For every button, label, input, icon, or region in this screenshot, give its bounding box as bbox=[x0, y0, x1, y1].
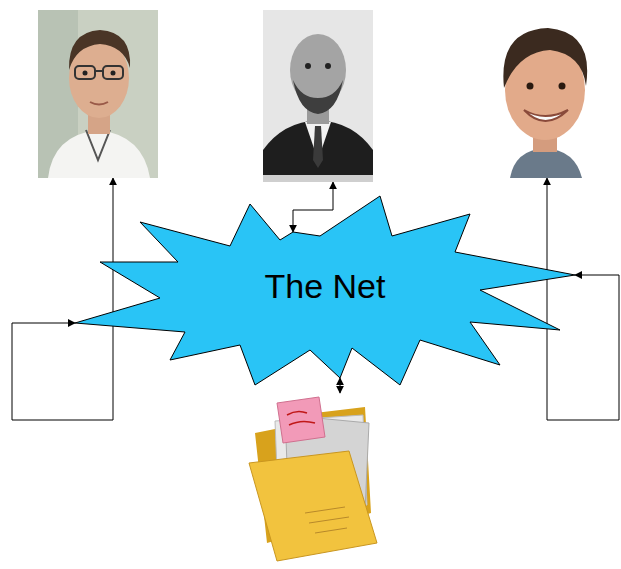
person-node bbox=[263, 10, 373, 182]
person-photo bbox=[263, 10, 373, 182]
connector-arrow bbox=[293, 182, 333, 232]
document-node bbox=[245, 393, 380, 565]
person-node bbox=[38, 10, 158, 178]
connector-arrow bbox=[547, 178, 619, 420]
connector-arrow bbox=[12, 178, 113, 420]
person-photo bbox=[38, 10, 158, 178]
connector-arrow bbox=[340, 378, 341, 393]
person-node bbox=[490, 10, 600, 178]
folder-icon bbox=[245, 393, 380, 565]
network-cloud: The Net bbox=[75, 196, 575, 385]
person-photo bbox=[490, 10, 600, 178]
node-label: The Net bbox=[265, 268, 386, 305]
